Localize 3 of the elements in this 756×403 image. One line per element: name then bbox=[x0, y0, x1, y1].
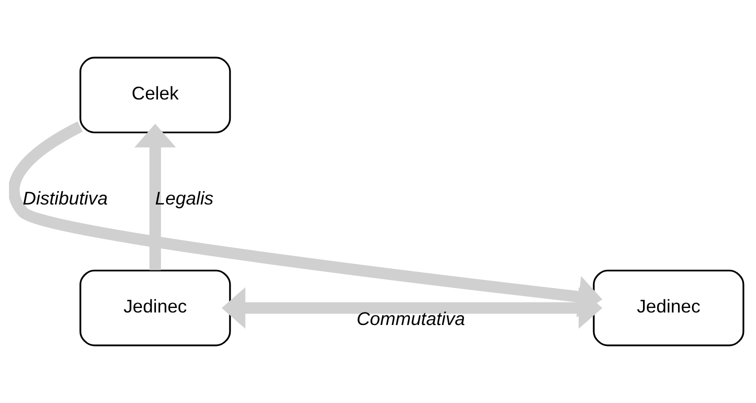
edge-label: Distibutiva bbox=[22, 188, 108, 209]
edge-label: Legalis bbox=[154, 188, 214, 209]
edge-label: Commutativa bbox=[356, 308, 465, 330]
